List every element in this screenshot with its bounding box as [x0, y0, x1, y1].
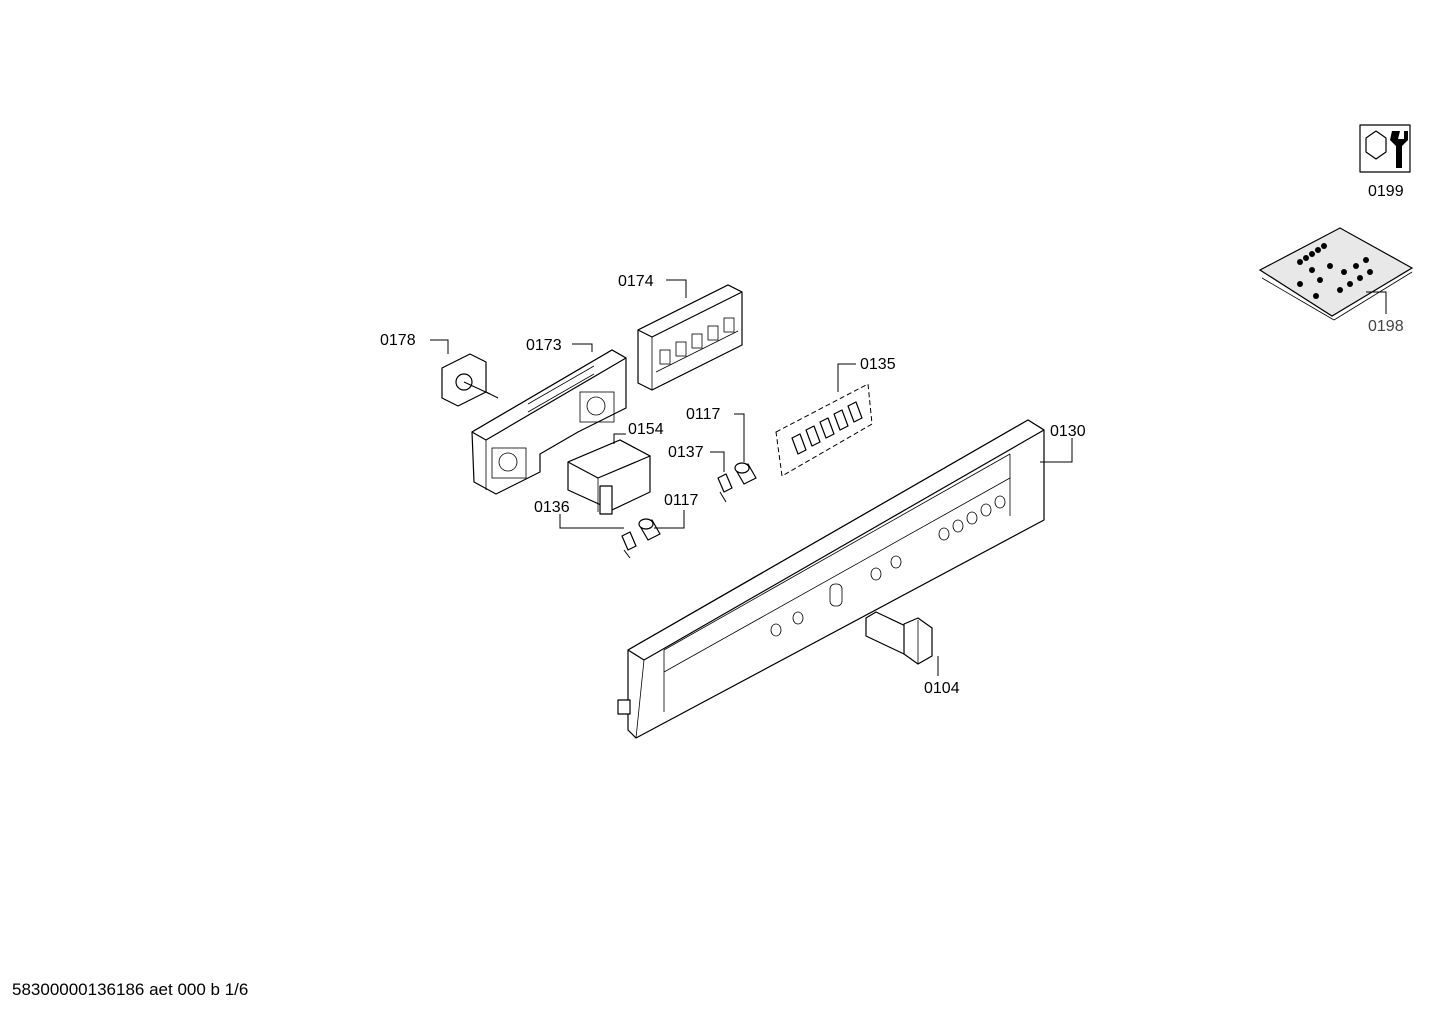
frame-part-0173: [471, 349, 627, 495]
module-part-0154: [567, 439, 651, 515]
document-id: 58300000136186 aet 000 b 1/6: [12, 980, 249, 999]
part-label-0154: 0154: [628, 421, 664, 438]
part-label-0178: 0178: [380, 332, 416, 349]
part-label-0137: 0137: [668, 444, 704, 461]
clip-part-0136: [621, 531, 637, 559]
screw-bag-icon: [1258, 227, 1414, 321]
knob-set-part-0135: [775, 383, 873, 477]
part-label-0173: 0173: [526, 337, 562, 354]
housing-part-0174: [637, 284, 743, 391]
cylinder-part-0117-lower: [638, 518, 661, 541]
cylinder-part-0117-upper: [734, 462, 757, 485]
wrench-nut-icon: [1359, 124, 1411, 173]
part-label-0136: 0136: [534, 499, 570, 516]
part-label-0199: 0199: [1368, 183, 1404, 200]
part-label-0198: 0198: [1368, 318, 1404, 335]
part-label-0174: 0174: [618, 273, 654, 290]
switch-part-0178: [441, 353, 499, 407]
part-label-0117a: 0117: [686, 406, 721, 423]
knob-part-0104: [865, 611, 933, 665]
part-label-0117b: 0117: [664, 492, 699, 509]
control-panel-part-0130: [617, 419, 1045, 739]
part-label-0104: 0104: [924, 680, 960, 697]
clip-part-0137: [717, 473, 733, 503]
part-label-0130: 0130: [1050, 423, 1086, 440]
part-label-0135: 0135: [860, 356, 896, 373]
